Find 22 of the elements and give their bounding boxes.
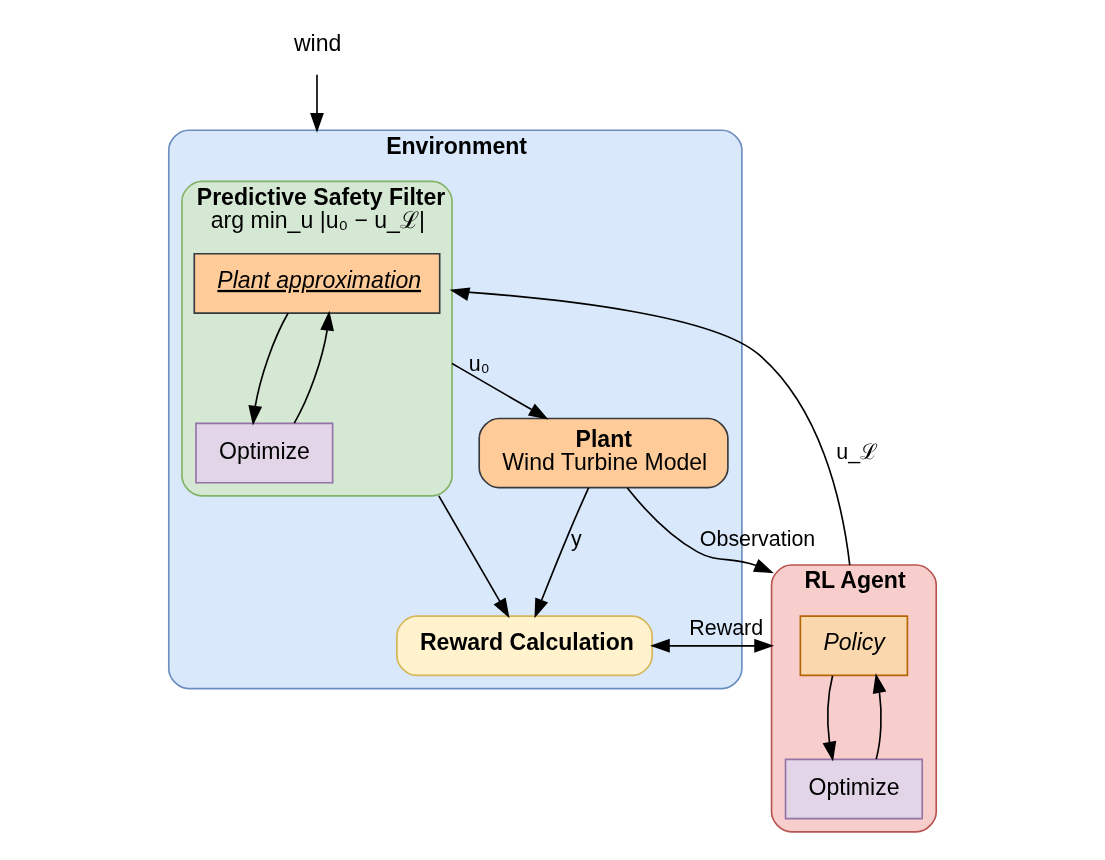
arrow (449, 287, 851, 566)
node-box: Policy (799, 615, 909, 677)
arrow (534, 486, 590, 619)
edge-label: Observation (699, 526, 816, 551)
arrow (822, 674, 837, 762)
arrow (310, 73, 324, 133)
edge-label: u_ℒ (836, 439, 879, 464)
node-box: Optimize (784, 758, 924, 820)
node-text: wind (293, 29, 342, 56)
arrow (872, 673, 887, 760)
node-box: Plant Wind Turbine Model (478, 417, 729, 489)
edge-label: y (571, 526, 582, 551)
node-box: Reward Calculation (396, 615, 653, 677)
arrow (626, 487, 774, 574)
node-box: Plant approximation (193, 252, 441, 314)
arrow (451, 362, 549, 420)
edge-label: u₀ (468, 352, 490, 377)
arrow (248, 312, 289, 426)
node-box: Optimize (195, 422, 334, 484)
arrow (438, 495, 510, 619)
arrow (293, 310, 335, 424)
edge-label: Reward (689, 615, 764, 640)
